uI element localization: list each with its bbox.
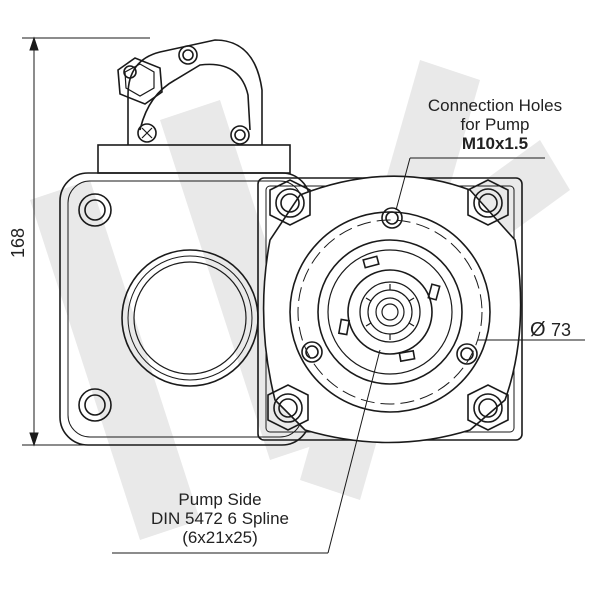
diameter-symbol: Ø	[530, 319, 546, 341]
pump-pilot-ring	[317, 239, 463, 385]
connection-callout-line1: Connection Holes	[427, 96, 563, 115]
hex-fitting	[117, 57, 163, 105]
connection-holes-callout: Connection Holes for Pump M10x1.5	[400, 96, 590, 153]
pump-side-callout: Pump Side DIN 5472 6 Spline (6x21x25)	[120, 490, 320, 547]
diameter-value: 73	[551, 320, 571, 340]
pump-side-callout-line2: DIN 5472 6 Spline	[151, 509, 289, 528]
connection-hole-left	[301, 341, 323, 363]
bolt-top	[178, 45, 198, 65]
flange-bolts	[267, 179, 509, 431]
bolt-right	[230, 125, 250, 145]
spline-teeth	[365, 284, 415, 340]
height-dimension	[22, 36, 150, 447]
bolt-right-inner	[234, 129, 246, 141]
pump-side-callout-line3: (6x21x25)	[182, 528, 258, 547]
spline-housing	[347, 269, 433, 355]
connection-hole-top	[381, 207, 403, 229]
bolt-left	[137, 123, 157, 143]
connection-callout-line2: for Pump	[460, 115, 530, 134]
housing-outline	[59, 39, 523, 446]
pump-side-leader	[112, 349, 381, 554]
hex-fitting-bore	[123, 65, 137, 79]
connection-leader	[395, 157, 545, 211]
connection-callout-thread: M10x1.5	[461, 134, 529, 153]
height-dimension-label: 168	[8, 228, 28, 258]
valve-body-inner	[139, 63, 251, 131]
connection-hole-right	[456, 343, 478, 365]
pump-side-callout-line1: Pump Side	[178, 490, 262, 509]
bolt-top-inner	[182, 49, 194, 61]
